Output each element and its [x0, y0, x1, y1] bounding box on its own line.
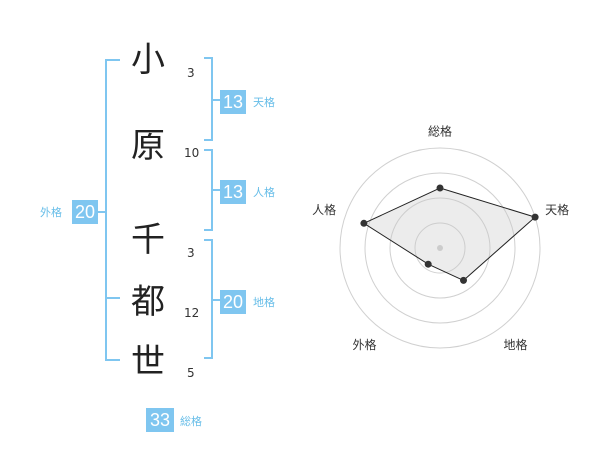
stroke-count-2: 10 — [184, 146, 200, 160]
tenkaku-badge: 13 — [220, 90, 246, 114]
radar-axis-label-3: 地格 — [503, 337, 527, 352]
radar-data-polygon — [362, 187, 537, 281]
radar-point-4 — [424, 260, 432, 268]
gaikaku-label: 外格 — [40, 206, 62, 219]
jinkaku-badge: 13 — [220, 180, 246, 204]
radar-point-1 — [436, 184, 444, 192]
stroke-count-4: 12 — [184, 306, 200, 320]
name-char-4: 都 — [131, 282, 165, 322]
radar-center-dot — [437, 245, 443, 251]
stroke-count-5: 5 — [187, 366, 195, 380]
radar-ring-3 — [364, 172, 516, 324]
name-char-2: 原 — [131, 126, 165, 166]
radar-point-2 — [531, 213, 539, 221]
radar-point-5 — [360, 219, 368, 227]
chikaku-badge: 20 — [220, 290, 246, 314]
soukaku-label: 総格 — [180, 415, 202, 428]
radar-axis-label-4: 外格 — [352, 337, 376, 352]
stroke-count-3: 3 — [187, 246, 195, 260]
radar-axis-label-1: 総格 — [428, 124, 452, 139]
soukaku-badge: 33 — [146, 408, 174, 432]
name-char-3: 千 — [131, 220, 165, 260]
tenkaku-label: 天格 — [253, 96, 275, 109]
gaikaku-bracket — [105, 59, 120, 361]
radar-point-3 — [460, 276, 467, 284]
jinkaku-label: 人格 — [253, 186, 275, 199]
stroke-count-1: 3 — [187, 66, 195, 80]
chikaku-label: 地格 — [253, 296, 275, 309]
radar-ring-2 — [389, 197, 491, 299]
name-char-1: 小 — [131, 40, 165, 80]
radar-ring-1 — [414, 222, 466, 274]
name-char-5: 世 — [131, 342, 165, 382]
radar-axis-label-5: 人格 — [312, 202, 336, 217]
radar-ring-4 — [339, 147, 541, 349]
radar-axis-label-2: 天格 — [545, 202, 569, 217]
gaikaku-badge: 20 — [72, 200, 98, 224]
